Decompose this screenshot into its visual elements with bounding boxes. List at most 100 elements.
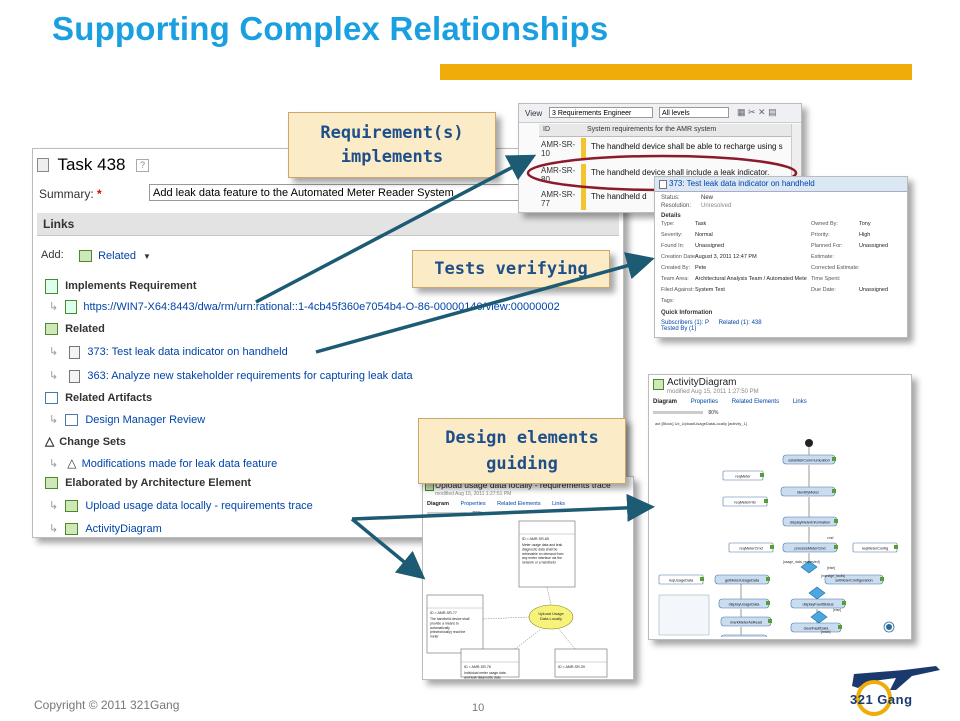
activity-node-label: getMeterUsageData — [725, 578, 760, 582]
tab-properties[interactable]: Properties — [460, 501, 486, 507]
upload-modified: modified Aug 15, 2011 1:27:51 PM — [435, 491, 512, 497]
req-marker — [581, 188, 586, 210]
zoom-slider[interactable] — [653, 411, 703, 415]
help-icon[interactable]: ? — [135, 158, 149, 172]
tab-related-elements[interactable]: Related Elements — [731, 399, 780, 405]
details-cell: Filed Against: — [661, 287, 695, 293]
test-item-panel: 373: Test leak data indicator on handhel… — [654, 176, 908, 338]
guard-label: [usage_data_requested] — [783, 560, 820, 564]
quick-info-item[interactable]: Related (1): 438 — [718, 320, 762, 326]
usecase-label: Data Locally — [540, 616, 562, 621]
req-id: AMR-SR-77 — [541, 190, 576, 208]
quick-info-header: Quick Information — [661, 310, 713, 316]
activity-tabs: Diagram Properties Related Elements Link… — [653, 399, 907, 409]
activity-node-label: displayMeterInformation — [790, 520, 831, 524]
page-number: 10 — [472, 702, 485, 714]
requirement-box — [460, 648, 520, 678]
link-item[interactable]: ↳ Upload usage data locally - requiremen… — [49, 500, 313, 513]
requirement-id: ID = AMR-SR-65 — [522, 537, 549, 541]
activity-modified: modified Aug 15, 2011 1:27:50 PM — [667, 389, 759, 395]
requirement-text: any meter interface via the — [522, 556, 562, 560]
related-icon — [45, 477, 58, 490]
tab-links[interactable]: Links — [792, 399, 807, 405]
decision-node — [810, 610, 828, 624]
activity-node-label: displayFaultStatus — [802, 602, 833, 606]
details-cell: Corrected Estimate: — [811, 265, 860, 271]
copyright: Copyright © 2011 321Gang — [34, 698, 180, 712]
decision-node — [800, 560, 818, 574]
related-icon — [45, 323, 58, 336]
child-connector-icon: ↳ — [49, 523, 59, 535]
guard-label: [reset] — [821, 630, 830, 634]
pin-icon — [766, 601, 770, 605]
zoom-bar: 80% — [427, 511, 482, 517]
tab-related-elements[interactable]: Related Elements — [497, 501, 541, 507]
required-asterisk: * — [97, 187, 102, 201]
pin-icon — [764, 499, 768, 503]
slide-title: Supporting Complex Relationships — [52, 10, 609, 47]
link-group-elaborated: Elaborated by Architecture Element — [45, 477, 251, 490]
child-connector-icon: ↳ — [49, 301, 59, 313]
requirement-text: Individual meter usage data — [464, 671, 506, 675]
details-cell: Priority: — [811, 232, 830, 238]
guard-label: [else] — [833, 608, 841, 612]
pin-icon — [834, 545, 838, 549]
zoom-slider[interactable] — [427, 512, 467, 516]
pin-icon — [880, 577, 884, 581]
quick-info-item[interactable]: Subscribers (1): P — [661, 320, 709, 326]
details-cell: Found In: — [661, 243, 685, 249]
view-select[interactable]: 3 Requirements Engineer — [549, 107, 653, 118]
tab-links[interactable]: Links — [552, 501, 565, 507]
guard-label: [manage_faults] — [821, 574, 845, 578]
requirement-text: network or a handheld — [522, 561, 556, 565]
details-cell: Pete — [695, 265, 707, 271]
activity-diagram-panel: ActivityDiagram modified Aug 15, 2011 1:… — [648, 374, 912, 640]
table-row[interactable]: AMR-SR-10 The handheld device shall be a… — [539, 138, 801, 160]
table-row[interactable]: AMR-SR-80 The handheld device shall incl… — [539, 164, 801, 186]
add-related-dropdown[interactable]: Related ▼ — [79, 250, 151, 263]
pin-icon — [834, 519, 838, 523]
work-item-icon — [69, 345, 81, 359]
table-row[interactable]: AMR-SR-77 The handheld d — [539, 188, 801, 210]
trace-edge — [514, 628, 542, 650]
tab-properties[interactable]: Properties — [690, 399, 719, 405]
link-item[interactable]: ↳ △ Modifications made for leak data fea… — [49, 456, 278, 470]
details-cell: Time Spent: — [811, 276, 841, 282]
tab-diagram[interactable]: Diagram — [427, 501, 450, 507]
link-item[interactable]: ↳ ActivityDiagram — [49, 523, 162, 536]
tab-diagram[interactable]: Diagram — [653, 399, 678, 405]
link-item[interactable]: ↳ Design Manager Review — [49, 414, 206, 427]
req-marker — [581, 138, 586, 160]
test-item-header: 373: Test leak data indicator on handhel… — [655, 177, 907, 192]
add-label: Add: — [41, 249, 64, 261]
toolbar-icons[interactable]: ▦ ✂ ✕ ▤ — [737, 107, 777, 117]
levels-select[interactable]: All levels — [659, 107, 729, 118]
requirement-text: meter — [430, 635, 440, 639]
logo-text: 321 Gang — [850, 692, 913, 707]
chevron-down-icon: ▼ — [143, 252, 151, 261]
requirement-icon — [45, 279, 58, 294]
details-header: Details — [661, 213, 681, 219]
summary-label: Summary: — [39, 187, 94, 201]
related-icon — [65, 500, 79, 513]
link-group-implements: Implements Requirement — [45, 279, 196, 294]
upload-tabs: Diagram Properties Related Elements Link… — [427, 501, 631, 510]
activity-title: ActivityDiagram — [667, 377, 737, 388]
work-item-icon — [69, 369, 81, 383]
details-cell: Creation Date: — [661, 254, 697, 260]
link-item[interactable]: ↳ 373: Test leak data indicator on handh… — [49, 345, 288, 359]
requirement-icon — [65, 300, 78, 315]
change-set-icon: △ — [67, 456, 77, 470]
child-connector-icon: ↳ — [49, 346, 59, 358]
quick-info-item[interactable]: Tested By (1) — [661, 326, 697, 332]
resolution-row: Resolution: Unresolved — [661, 203, 732, 209]
link-item[interactable]: ↳ https://WIN7-X64:8443/dwa/rm/urn:ratio… — [49, 300, 560, 315]
usecase-label: Upload Usage — [538, 611, 564, 616]
overview-thumbnail — [658, 594, 710, 636]
pin-icon — [838, 625, 842, 629]
link-item[interactable]: ↳ 363: Analyze new stakeholder requireme… — [49, 369, 413, 383]
requirement-box — [554, 648, 608, 678]
pin-icon — [832, 457, 836, 461]
